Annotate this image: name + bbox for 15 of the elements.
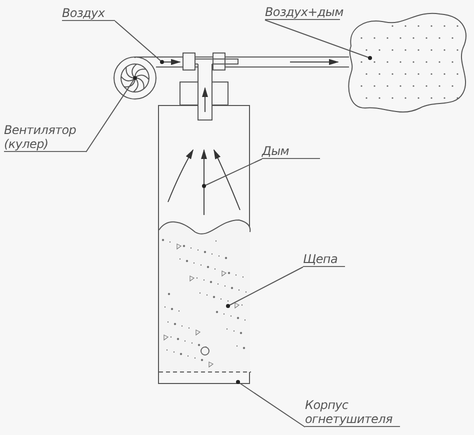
leader-line <box>86 76 137 152</box>
leader-line <box>236 380 306 428</box>
wood-chips <box>159 218 251 373</box>
callout-label: Щепа <box>303 252 345 267</box>
callout-label: Вентилятор (кулер) <box>4 123 86 152</box>
callout-label: Дым <box>262 144 320 159</box>
pipe-drawing <box>134 52 350 70</box>
leader-line <box>226 266 304 308</box>
leader-line <box>114 20 164 64</box>
leader-line <box>264 20 372 60</box>
leader-line <box>202 158 262 188</box>
callout-label: Корпус огнетушителя <box>305 398 400 427</box>
callout-label: Воздух <box>62 6 115 21</box>
fan <box>113 56 157 100</box>
extinguisher-body <box>158 105 250 384</box>
